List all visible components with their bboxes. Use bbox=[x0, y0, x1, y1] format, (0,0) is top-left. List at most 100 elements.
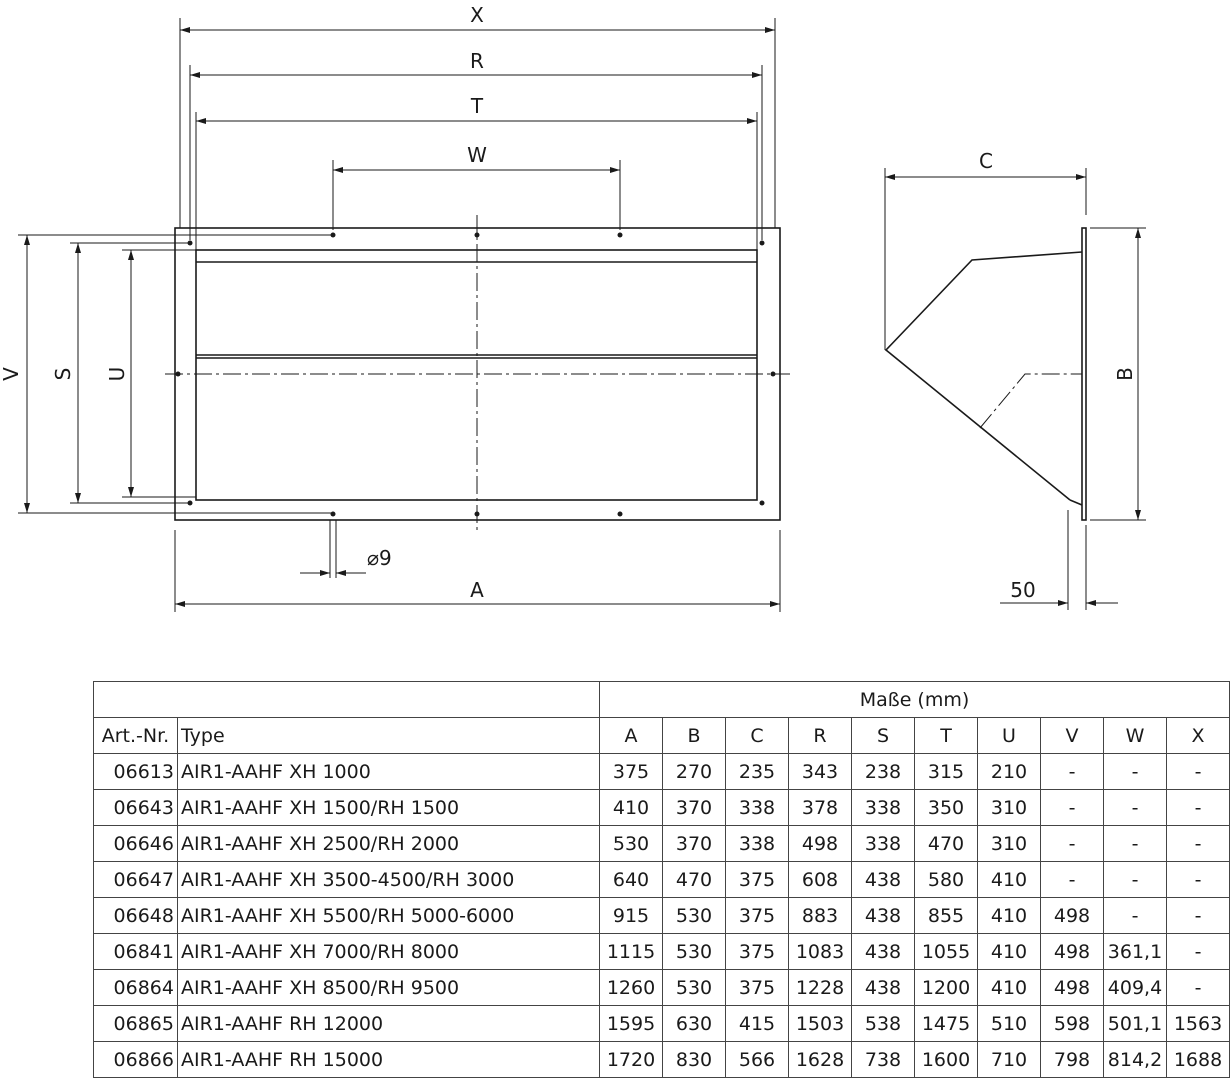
table-cell: 270 bbox=[662, 753, 726, 790]
table-cell: AIR1-AAHF XH 3500-4500/RH 3000 bbox=[177, 861, 600, 898]
table-cell: - bbox=[1103, 897, 1167, 934]
table-cell: 210 bbox=[977, 753, 1041, 790]
table-cell: 470 bbox=[914, 825, 978, 862]
table-cell: 375 bbox=[725, 969, 789, 1006]
table-cell: 315 bbox=[914, 753, 978, 790]
table-cell: - bbox=[1040, 825, 1104, 862]
column-header: W bbox=[1103, 717, 1167, 754]
table-cell: 1055 bbox=[914, 933, 978, 970]
table-cell: 350 bbox=[914, 789, 978, 826]
table-cell: - bbox=[1166, 969, 1230, 1006]
table-cell: 915 bbox=[599, 897, 663, 934]
table-cell: 1600 bbox=[914, 1041, 978, 1078]
table-cell: 598 bbox=[1040, 1005, 1104, 1042]
table-cell: 498 bbox=[1040, 897, 1104, 934]
dim-label-a: A bbox=[470, 578, 484, 602]
table-cell: 410 bbox=[977, 969, 1041, 1006]
dim-label-v: V bbox=[0, 367, 23, 381]
table-cell: - bbox=[1040, 753, 1104, 790]
table-cell: 1503 bbox=[788, 1005, 852, 1042]
table-cell: 608 bbox=[788, 861, 852, 898]
table-cell: AIR1-AAHF XH 1500/RH 1500 bbox=[177, 789, 600, 826]
table-cell: 510 bbox=[977, 1005, 1041, 1042]
table-cell: 06866 bbox=[93, 1041, 178, 1078]
dim-label-flange: 50 bbox=[1010, 578, 1035, 602]
table-cell: - bbox=[1166, 825, 1230, 862]
table-cell: 530 bbox=[662, 969, 726, 1006]
table-cell: AIR1-AAHF RH 15000 bbox=[177, 1041, 600, 1078]
empty-header-cell bbox=[93, 681, 600, 718]
table-cell: 06643 bbox=[93, 789, 178, 826]
table-cell: 1628 bbox=[788, 1041, 852, 1078]
table-cell: 438 bbox=[851, 969, 915, 1006]
table-cell: 830 bbox=[662, 1041, 726, 1078]
table-cell: AIR1-AAHF XH 5500/RH 5000-6000 bbox=[177, 897, 600, 934]
table-cell: 338 bbox=[851, 825, 915, 862]
table-cell: 410 bbox=[977, 861, 1041, 898]
table-cell: 530 bbox=[662, 897, 726, 934]
dim-label-b: B bbox=[1113, 367, 1137, 381]
table-cell: 738 bbox=[851, 1041, 915, 1078]
dimensions-group-header: Maße (mm) bbox=[599, 681, 1230, 718]
table-cell: 798 bbox=[1040, 1041, 1104, 1078]
table-cell: 1720 bbox=[599, 1041, 663, 1078]
table-cell: 343 bbox=[788, 753, 852, 790]
mounting-holes bbox=[175, 232, 776, 517]
table-cell: 06841 bbox=[93, 933, 178, 970]
table-cell: 1200 bbox=[914, 969, 978, 1006]
dim-label-r: R bbox=[470, 49, 484, 73]
dimension-lines bbox=[18, 18, 781, 612]
table-cell: 06647 bbox=[93, 861, 178, 898]
table-cell: - bbox=[1103, 789, 1167, 826]
column-header: A bbox=[599, 717, 663, 754]
front-view bbox=[165, 215, 790, 530]
table-cell: 855 bbox=[914, 897, 978, 934]
table-cell: 1475 bbox=[914, 1005, 978, 1042]
table-cell: 498 bbox=[788, 825, 852, 862]
table-cell: 375 bbox=[599, 753, 663, 790]
table-cell: 470 bbox=[662, 861, 726, 898]
side-view bbox=[884, 168, 1146, 610]
table-cell: - bbox=[1040, 789, 1104, 826]
table-cell: 375 bbox=[725, 861, 789, 898]
table-cell: AIR1-AAHF XH 2500/RH 2000 bbox=[177, 825, 600, 862]
table-cell: 415 bbox=[725, 1005, 789, 1042]
column-header: T bbox=[914, 717, 978, 754]
table-cell: AIR1-AAHF XH 7000/RH 8000 bbox=[177, 933, 600, 970]
table-cell: AIR1-AAHF RH 12000 bbox=[177, 1005, 600, 1042]
table-cell: 1228 bbox=[788, 969, 852, 1006]
table-cell: 640 bbox=[599, 861, 663, 898]
table-cell: AIR1-AAHF XH 1000 bbox=[177, 753, 600, 790]
table-cell: 1688 bbox=[1166, 1041, 1230, 1078]
table-cell: 710 bbox=[977, 1041, 1041, 1078]
table-cell: 498 bbox=[1040, 969, 1104, 1006]
table-cell: 410 bbox=[599, 789, 663, 826]
table-cell: - bbox=[1166, 789, 1230, 826]
table-cell: 501,1 bbox=[1103, 1005, 1167, 1042]
table-cell: - bbox=[1166, 753, 1230, 790]
table-cell: 338 bbox=[725, 789, 789, 826]
table-cell: 538 bbox=[851, 1005, 915, 1042]
column-header: X bbox=[1166, 717, 1230, 754]
column-header: Art.-Nr. bbox=[93, 717, 178, 754]
table-cell: 438 bbox=[851, 933, 915, 970]
table-cell: 1595 bbox=[599, 1005, 663, 1042]
table-cell: 566 bbox=[725, 1041, 789, 1078]
table-cell: 06865 bbox=[93, 1005, 178, 1042]
table-cell: 814,2 bbox=[1103, 1041, 1167, 1078]
table-cell: 530 bbox=[599, 825, 663, 862]
table-cell: 498 bbox=[1040, 933, 1104, 970]
table-cell: 375 bbox=[725, 933, 789, 970]
table-cell: 438 bbox=[851, 861, 915, 898]
column-header: U bbox=[977, 717, 1041, 754]
column-header: S bbox=[851, 717, 915, 754]
